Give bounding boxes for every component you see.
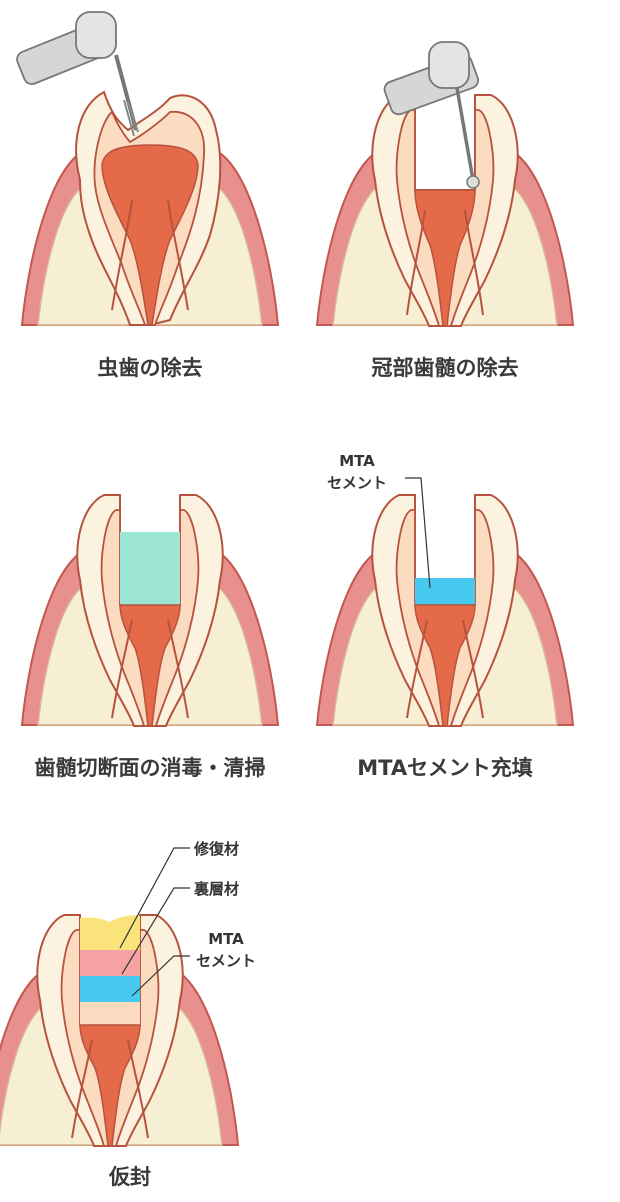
mta-cement-fill — [415, 578, 475, 605]
step-caries-removal: 虫歯の除去 — [16, 11, 279, 380]
step-temporary-seal: 修復材 裏層材 MTA セメント 仮封 — [0, 840, 256, 1189]
caption: 仮封 — [108, 1165, 151, 1189]
mta-cement-fill — [80, 976, 140, 1002]
leader-line — [119, 847, 190, 949]
pulp-icon — [414, 189, 476, 327]
dental-drill-icon — [16, 11, 139, 137]
step-coronal-pulp-removal: 冠部歯髄の除去 — [316, 41, 574, 380]
caption: MTAセメント充填 — [357, 756, 532, 780]
leader-line — [121, 887, 190, 975]
mta-label-line2: セメント — [327, 474, 387, 492]
mta-label-line1: MTA — [208, 930, 244, 948]
caption: 虫歯の除去 — [98, 356, 203, 380]
leader-line — [405, 477, 431, 589]
mta-label-line2: セメント — [196, 952, 256, 970]
liner-fill — [80, 950, 140, 976]
leader-line — [131, 955, 190, 997]
step-disinfection: 歯髄切断面の消毒・清掃 — [21, 494, 279, 780]
dental-drill-icon — [383, 41, 480, 189]
caption: 歯髄切断面の消毒・清掃 — [35, 756, 266, 780]
pulp-icon — [101, 144, 199, 326]
mta-label-line1: MTA — [339, 452, 375, 470]
caption: 冠部歯髄の除去 — [372, 356, 519, 380]
restoration-label: 修復材 — [193, 840, 239, 858]
disinfectant-fill — [120, 532, 180, 605]
liner-label: 裏層材 — [193, 880, 239, 898]
restoration-fill — [80, 915, 140, 950]
step-mta-fill: MTA セメント MTAセメント充填 — [316, 452, 574, 780]
